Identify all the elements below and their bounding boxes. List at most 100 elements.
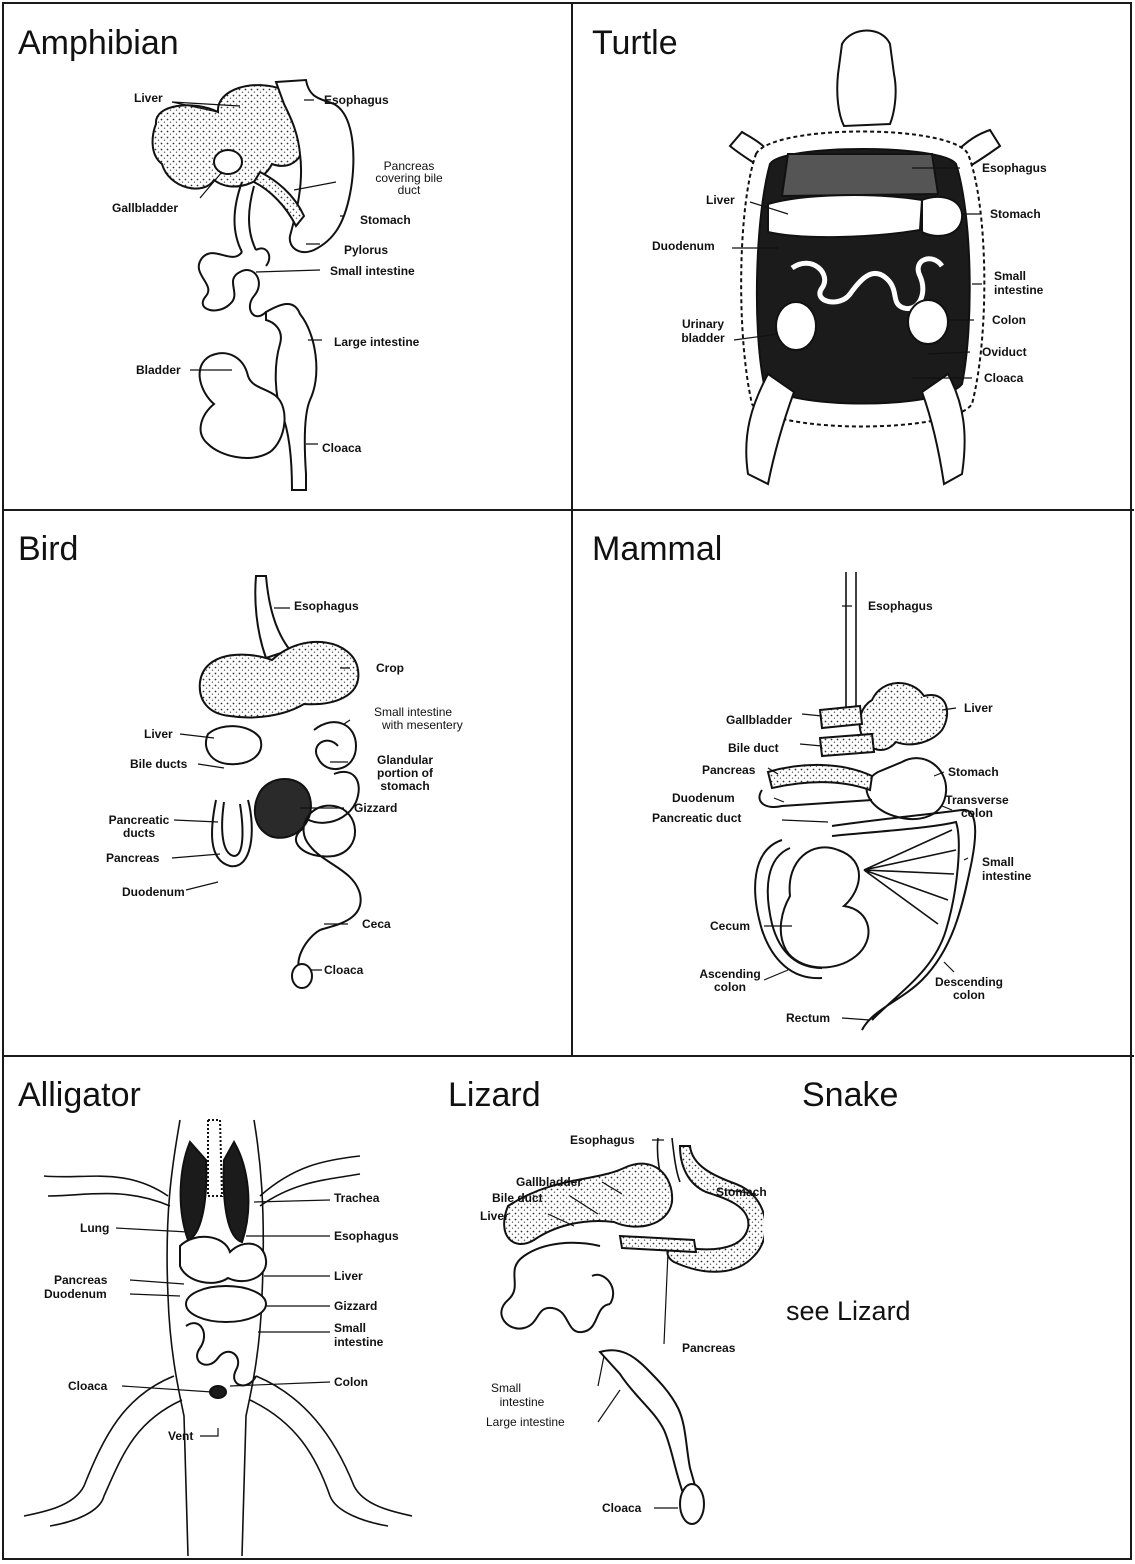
turtle-stomach [922, 197, 962, 236]
amphibian-digestive-diagram [4, 4, 572, 510]
alligator-liver [180, 1237, 266, 1283]
bird-label-pancreatic-1: Pancreatic [102, 814, 176, 827]
alligator-lung-right [224, 1142, 249, 1242]
bird-label-duodenum: Duodenum [122, 886, 185, 899]
mammal-label-rectum: Rectum [786, 1012, 830, 1025]
mammal-label-gallbladder: Gallbladder [726, 714, 792, 727]
amphibian-label-liver: Liver [134, 92, 163, 105]
bird-label-cloaca: Cloaca [324, 964, 363, 977]
alligator-label-liver: Liver [334, 1270, 363, 1283]
bird-label-glandular-2: portion of [360, 767, 450, 780]
lizard-label-small-2: intestine [492, 1396, 552, 1409]
mammal-label-bile-duct: Bile duct [728, 742, 779, 755]
turtle-label-urinary-1: Urinary [672, 318, 734, 331]
alligator-label-gizzard: Gizzard [334, 1300, 377, 1313]
lizard-stomach [667, 1146, 764, 1272]
mammal-label-liver: Liver [964, 702, 993, 715]
lizard-label-gallbladder: Gallbladder [516, 1176, 582, 1189]
mammal-pancreas [768, 765, 872, 790]
turtle-label-stomach: Stomach [990, 208, 1041, 221]
alligator-label-trachea: Trachea [334, 1192, 379, 1205]
mammal-gallbladder [820, 706, 862, 728]
mammal-label-small-2: intestine [982, 870, 1031, 883]
alligator-small-intestine [186, 1323, 256, 1385]
mammal-cecum [781, 847, 869, 967]
mammal-label-transverse-2: colon [934, 807, 1020, 820]
turtle-digestive-diagram [572, 4, 1134, 510]
amphibian-label-esophagus: Esophagus [324, 94, 389, 107]
amphibian-small-intestine [199, 248, 269, 316]
bird-liver [206, 726, 261, 764]
bird-label-esophagus: Esophagus [294, 600, 359, 613]
mammal-label-transverse-1: Transverse [934, 794, 1020, 807]
amphibian-pancreas [254, 172, 304, 226]
turtle-label-small-1: Small [994, 270, 1026, 283]
panel-amphibian: Amphibian Liver Esophagus Pancreas cover… [4, 4, 572, 510]
panel-turtle: Turtle [572, 4, 1134, 510]
alligator-label-esophagus: Esophagus [334, 1230, 399, 1243]
turtle-label-small-2: intestine [994, 284, 1043, 297]
mammal-digestive-diagram [572, 510, 1134, 1056]
mammal-label-descending-1: Descending [926, 976, 1012, 989]
amphibian-duodenum [234, 182, 256, 252]
mammal-bile-duct [820, 734, 874, 756]
lizard-small-intestine [501, 1243, 613, 1332]
bird-label-gizzard: Gizzard [354, 802, 397, 815]
amphibian-label-pylorus: Pylorus [344, 244, 388, 257]
mammal-label-ascending-1: Ascending [692, 968, 768, 981]
bird-duodenum-loop [212, 800, 252, 866]
amphibian-label-small-intestine: Small intestine [330, 265, 415, 278]
lizard-label-liver: Liver [480, 1210, 509, 1223]
mammal-label-descending-2: colon [926, 989, 1012, 1002]
alligator-label-lung: Lung [80, 1222, 109, 1235]
lizard-cloaca [680, 1484, 704, 1524]
turtle-label-duodenum: Duodenum [652, 240, 715, 253]
panel-lizard: Lizard Esophagus Gallbladder Stomach Bil… [424, 1056, 764, 1562]
amphibian-label-gallbladder: Gallbladder [112, 202, 178, 215]
amphibian-gallbladder [214, 150, 242, 174]
mammal-label-cecum: Cecum [710, 920, 750, 933]
amphibian-label-stomach: Stomach [360, 214, 411, 227]
bird-crop [200, 642, 359, 718]
alligator-label-small-2: intestine [334, 1336, 383, 1349]
alligator-label-cloaca: Cloaca [68, 1380, 107, 1393]
alligator-lung-left [181, 1142, 207, 1240]
alligator-cloaca [210, 1386, 226, 1398]
bird-label-crop: Crop [376, 662, 404, 675]
amphibian-bladder [200, 353, 285, 458]
panel-alligator: Alligator Trachea Lung Esophagus P [4, 1056, 424, 1562]
turtle-liver [768, 195, 922, 237]
alligator-gizzard [186, 1286, 266, 1322]
lizard-label-bile-duct: Bile duct [492, 1192, 543, 1205]
lizard-label-cloaca: Cloaca [602, 1502, 641, 1515]
alligator-label-colon: Colon [334, 1376, 368, 1389]
turtle-label-urinary-2: bladder [672, 332, 734, 345]
bird-label-glandular-3: stomach [360, 780, 450, 793]
panel-snake: Snake see Lizard [764, 1056, 1134, 1562]
amphibian-label-bladder: Bladder [136, 364, 181, 377]
mammal-label-pancreatic-duct: Pancreatic duct [652, 812, 741, 825]
mammal-label-ascending-2: colon [692, 981, 768, 994]
bird-ceca [296, 806, 361, 970]
alligator-label-pancreas: Pancreas [54, 1274, 107, 1287]
bird-digestive-diagram [4, 510, 572, 1056]
panel-bird: Bird Esophagus Crop Small intestine with… [4, 510, 572, 1056]
bird-label-smallint-1: Small intestine [374, 706, 452, 719]
bird-label-pancreatic-2: ducts [102, 827, 176, 840]
panel-mammal: Mammal Esophagus Liver Gallbladder Bile … [572, 510, 1134, 1056]
lizard-label-large-intestine: Large intestine [486, 1416, 565, 1429]
turtle-label-oviduct: Oviduct [982, 346, 1027, 359]
bird-esophagus [255, 576, 290, 658]
lizard-digestive-diagram [424, 1056, 764, 1562]
amphibian-label-pancreas-3: duct [364, 184, 454, 197]
turtle-label-colon: Colon [992, 314, 1026, 327]
turtle-colon [908, 300, 948, 344]
bird-label-pancreas: Pancreas [106, 852, 159, 865]
turtle-label-cloaca: Cloaca [984, 372, 1023, 385]
turtle-urinary-bladder [776, 302, 816, 350]
lizard-large-intestine [600, 1350, 698, 1496]
mammal-label-pancreas: Pancreas [702, 764, 755, 777]
amphibian-label-large-intestine: Large intestine [334, 336, 419, 349]
lizard-label-stomach: Stomach [716, 1186, 767, 1199]
